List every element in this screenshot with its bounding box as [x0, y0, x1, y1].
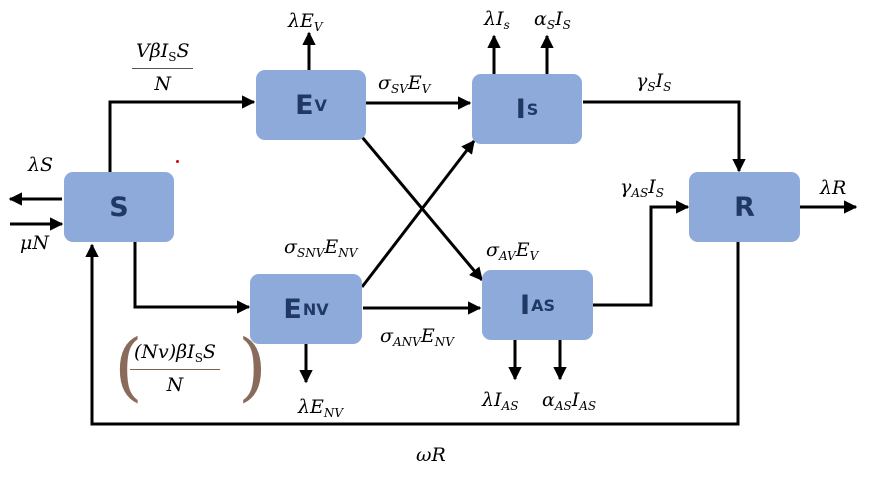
- arrow-is-to-r: [583, 100, 746, 173]
- label-sigma-sv-pre: σ: [378, 72, 391, 94]
- label-sigma-anv-main: E: [420, 325, 435, 347]
- paren-left: (: [114, 324, 143, 410]
- label-sigma-sv-pre-sub: SV: [390, 82, 408, 96]
- arrow-env-to-is: [360, 139, 476, 288]
- label-rate-to-env: (Nv)βISS N: [130, 343, 220, 395]
- frac-env-num-sub: S: [194, 351, 203, 365]
- arrow-s-to-env: [133, 242, 251, 314]
- label-gamma-s-pre: γ: [636, 70, 648, 92]
- label-alpha-as-pre: α: [542, 389, 555, 411]
- label-mu-n: μN: [20, 234, 49, 253]
- arrow-omega-r: [85, 242, 740, 426]
- label-alpha-as-main: I: [571, 389, 580, 411]
- label-gamma-s-main: I: [655, 70, 664, 92]
- label-gamma-as-pre-sub: AS: [631, 186, 649, 200]
- label-mu-n-text: μN: [20, 232, 49, 254]
- label-lambda-env-main: λE: [298, 396, 324, 418]
- label-lambda-env-sub: NV: [323, 406, 344, 420]
- label-gamma-s-pre-sub: S: [647, 80, 656, 94]
- label-lambda-ev: λEV: [288, 10, 323, 34]
- label-sigma-snv-main: E: [324, 236, 339, 258]
- compartment-ias-sub: AS: [531, 295, 555, 315]
- frac-ev-denominator: N: [154, 73, 172, 95]
- label-lambda-is-main: λI: [484, 8, 504, 30]
- label-lambda-r: λR: [820, 179, 846, 198]
- paren-right: ): [238, 324, 267, 410]
- frac-ev-num-tail: S: [176, 40, 190, 62]
- label-sigma-av: σAVEV: [486, 239, 539, 263]
- frac-ev-num-main: VβI: [136, 40, 169, 62]
- label-alpha-s-sub: S: [562, 18, 571, 32]
- label-lambda-ias-main: λI: [482, 389, 502, 411]
- frac-env-denominator: N: [166, 374, 184, 396]
- label-gamma-as: γASIS: [620, 176, 664, 200]
- label-sigma-anv: σANVENV: [380, 325, 454, 349]
- label-sigma-anv-pre-sub: ANV: [392, 335, 421, 349]
- label-sigma-av-pre-sub: AV: [498, 249, 516, 263]
- label-sigma-av-sub: V: [529, 249, 539, 263]
- label-lambda-s-text: λS: [28, 154, 54, 176]
- label-gamma-as-main: I: [648, 176, 656, 198]
- compartment-is-sub: S: [526, 99, 539, 119]
- label-sigma-sv-sub: V: [421, 82, 431, 96]
- label-alpha-as: αASIAS: [542, 389, 597, 413]
- label-gamma-as-sub: S: [655, 186, 664, 200]
- compartment-env-label: E: [283, 293, 302, 325]
- label-alpha-s: αSIS: [534, 8, 571, 32]
- label-sigma-snv: σSNVENV: [284, 236, 358, 260]
- compartment-s-label: S: [109, 191, 129, 223]
- label-lambda-env: λENV: [298, 396, 344, 420]
- label-alpha-as-pre-sub: AS: [554, 399, 572, 413]
- compartment-ev-label: E: [295, 89, 314, 121]
- label-alpha-s-main: I: [555, 8, 563, 30]
- frac-ev-num-sub: S: [168, 50, 177, 64]
- label-alpha-as-sub: AS: [579, 399, 597, 413]
- label-gamma-s-sub: S: [663, 80, 672, 94]
- label-lambda-ev-main: λE: [288, 10, 314, 32]
- compartment-ev-sub: V: [314, 95, 327, 115]
- label-lambda-is-sub: s: [503, 18, 510, 32]
- frac-env-numerator: (Nv)βISS: [130, 343, 220, 370]
- label-omega-r-text: ωR: [416, 444, 446, 466]
- frac-env-num-tail: S: [202, 341, 216, 363]
- label-rate-to-ev: VβISS N: [132, 40, 194, 95]
- label-sigma-av-pre: σ: [486, 239, 499, 261]
- label-sigma-av-main: E: [515, 239, 530, 261]
- compartment-r: R: [689, 172, 800, 242]
- compartment-is-label: I: [515, 93, 526, 125]
- label-lambda-ias-sub: AS: [501, 399, 519, 413]
- label-sigma-sv-main: E: [407, 72, 422, 94]
- label-sigma-sv: σSVEV: [378, 72, 431, 96]
- marker-dot: [176, 160, 179, 163]
- arrow-ias-to-r: [593, 200, 690, 307]
- label-gamma-s: γSIS: [636, 70, 672, 94]
- frac-ev-numerator: VβISS: [132, 40, 194, 69]
- label-sigma-snv-pre-sub: SNV: [296, 246, 325, 260]
- label-lambda-ias: λIAS: [482, 389, 519, 413]
- label-omega-r: ωR: [416, 446, 446, 465]
- label-lambda-r-text: λR: [820, 177, 847, 199]
- label-sigma-snv-pre: σ: [284, 236, 297, 258]
- label-lambda-is: λIs: [484, 8, 510, 32]
- label-lambda-s: λS: [28, 156, 53, 175]
- label-gamma-as-pre: γ: [620, 176, 632, 198]
- compartment-ias-label: I: [520, 289, 531, 321]
- compartment-r-label: R: [734, 191, 755, 223]
- label-alpha-s-pre: α: [534, 8, 547, 30]
- label-sigma-anv-sub: NV: [434, 335, 454, 349]
- label-lambda-ev-sub: V: [313, 20, 323, 34]
- compartment-s: S: [64, 172, 174, 242]
- label-alpha-s-pre-sub: S: [546, 18, 556, 32]
- label-sigma-anv-pre: σ: [380, 325, 393, 347]
- arrow-s-to-ev: [108, 95, 256, 172]
- frac-env-num-main: (Nv)βI: [134, 341, 195, 363]
- compartment-env-sub: NV: [302, 299, 329, 319]
- label-sigma-snv-sub: NV: [338, 246, 358, 260]
